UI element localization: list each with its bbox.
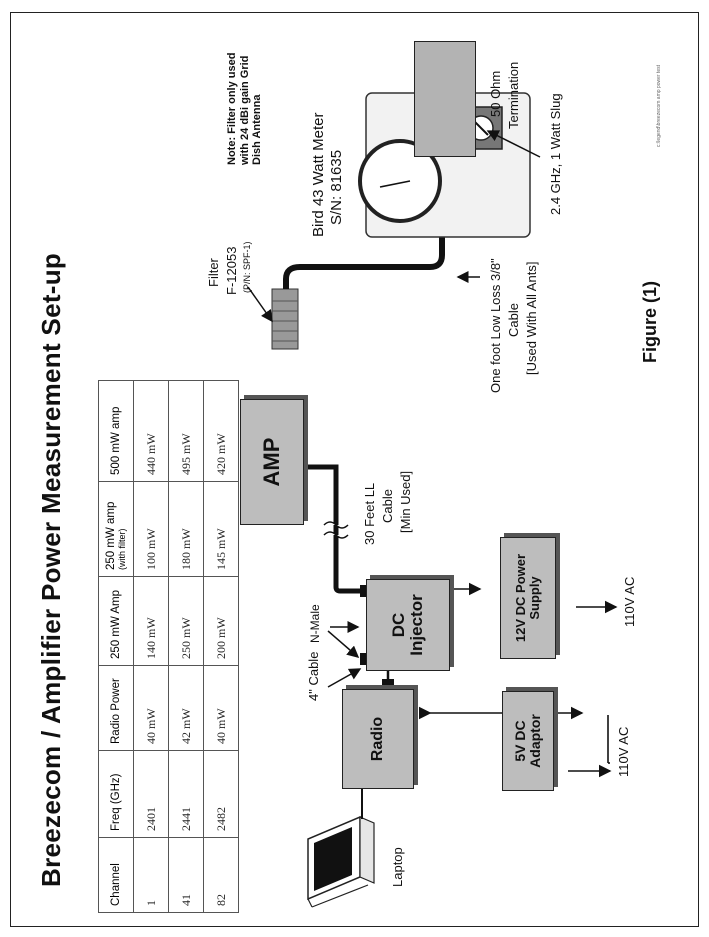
watt-meter-icon [358,92,531,238]
adaptor-label-1: 5V DC [512,720,529,762]
radio-box: Radio [342,689,414,789]
psu-label-1: 12V DC Power [513,553,529,643]
adaptor-label-2: Adaptor [527,714,543,768]
filter-note: Note: Filter only used with 24 dBi gain … [226,52,264,165]
radio-label: Radio [368,716,386,762]
four-inch-arrow [327,668,362,688]
radio-connector [382,679,394,689]
diagram-connections [247,77,618,908]
page-border [10,12,699,927]
thirty-foot-cable [306,464,360,594]
filter-label-1: Filter [206,258,221,287]
filter-label-2: F-12053 [224,246,239,295]
thirty-foot-label-3: [Min Used] [398,470,413,533]
dc-injector-label-1: DC [389,612,409,638]
low-loss-cable [283,237,445,289]
diagram-stage: Breezecom / Amplifier Power Measurement … [10,12,699,927]
filter-arrow [247,286,273,323]
dc-injector-label-2: Injector [407,594,426,656]
low-loss-label-2: Cable [506,303,521,337]
filter-element [271,288,299,350]
termination-label-1: 50 Ohm [488,70,503,117]
cable-break-mark [323,531,349,539]
watt-meter-label-1: Bird 43 Watt Meter [310,112,327,237]
ac-label-right: 110V AC [622,576,637,627]
amp-label: AMP [259,437,285,487]
amp-box: AMP [240,399,304,525]
thirty-foot-label-1: 30 Feet LL [362,482,377,545]
psu-label-2: Supply [527,576,542,620]
termination-label-2: Termination [506,61,521,129]
cable-break-mark [323,521,349,529]
slug-label: 2.4 GHz, 1 Watt Slug [548,93,563,215]
low-loss-label-3: [Used With All Ants] [524,261,539,375]
watt-meter-label-2: S/N: 81635 [328,149,345,225]
low-loss-label-1: One foot Low Loss 3/8" [488,258,503,393]
figure-label: Figure (1) [640,280,660,363]
ac-label-left: 110V AC [616,726,631,777]
laptop-label: Laptop [390,847,405,887]
footer-path: c:\legend\breezecom amp power test [656,65,662,147]
n-male-label: N-Male [308,604,322,643]
slug-arrow [486,130,541,158]
laptop-icon [307,815,375,908]
four-inch-cable-label: 4" Cable [306,651,321,701]
termination-box [414,41,476,157]
filter-label-3: (P/N: SPF-1) [242,241,252,293]
n-male-arrow [327,630,360,658]
thirty-foot-label-2: Cable [380,489,395,523]
